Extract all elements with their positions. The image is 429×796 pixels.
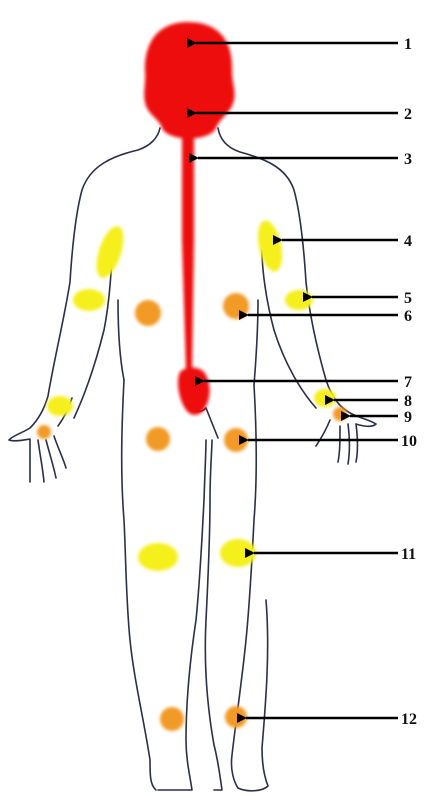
zone-right-elbow [285,290,313,310]
sacrum-zone [178,368,210,415]
zone-right-hip [224,428,248,452]
head-zone [144,22,234,139]
number-labels: 1 2 3 4 5 6 7 8 9 10 11 12 [401,36,417,728]
label-1: 1 [404,36,412,53]
label-12: 12 [401,711,417,728]
label-5: 5 [404,290,412,307]
label-4: 4 [404,233,412,250]
label-10: 10 [401,433,417,450]
zone-left-knee [138,543,178,571]
label-7: 7 [404,374,412,391]
label-8: 8 [404,393,412,410]
zone-right-wrist [314,389,336,407]
spine-zone [182,130,194,370]
outline-right-arm-inner [254,250,316,408]
label-9: 9 [404,409,412,426]
zone-left-ankle [160,707,184,731]
label-2: 2 [404,106,412,123]
label-3: 3 [404,151,412,168]
zone-left-scapula [135,300,161,326]
label-11: 11 [401,546,416,563]
zone-right-hand [333,407,347,421]
zone-left-wrist [47,396,73,416]
zone-right-knee [220,539,256,567]
head-neck-red [144,22,234,415]
zone-left-hand [37,425,51,439]
zone-left-upper-arm [91,223,129,281]
label-6: 6 [404,308,412,325]
zone-right-ankle [225,706,247,728]
zone-right-scapula [223,293,249,319]
zone-right-upper-arm [254,218,286,273]
zone-left-hip [146,427,170,451]
zone-left-elbow [73,289,105,311]
